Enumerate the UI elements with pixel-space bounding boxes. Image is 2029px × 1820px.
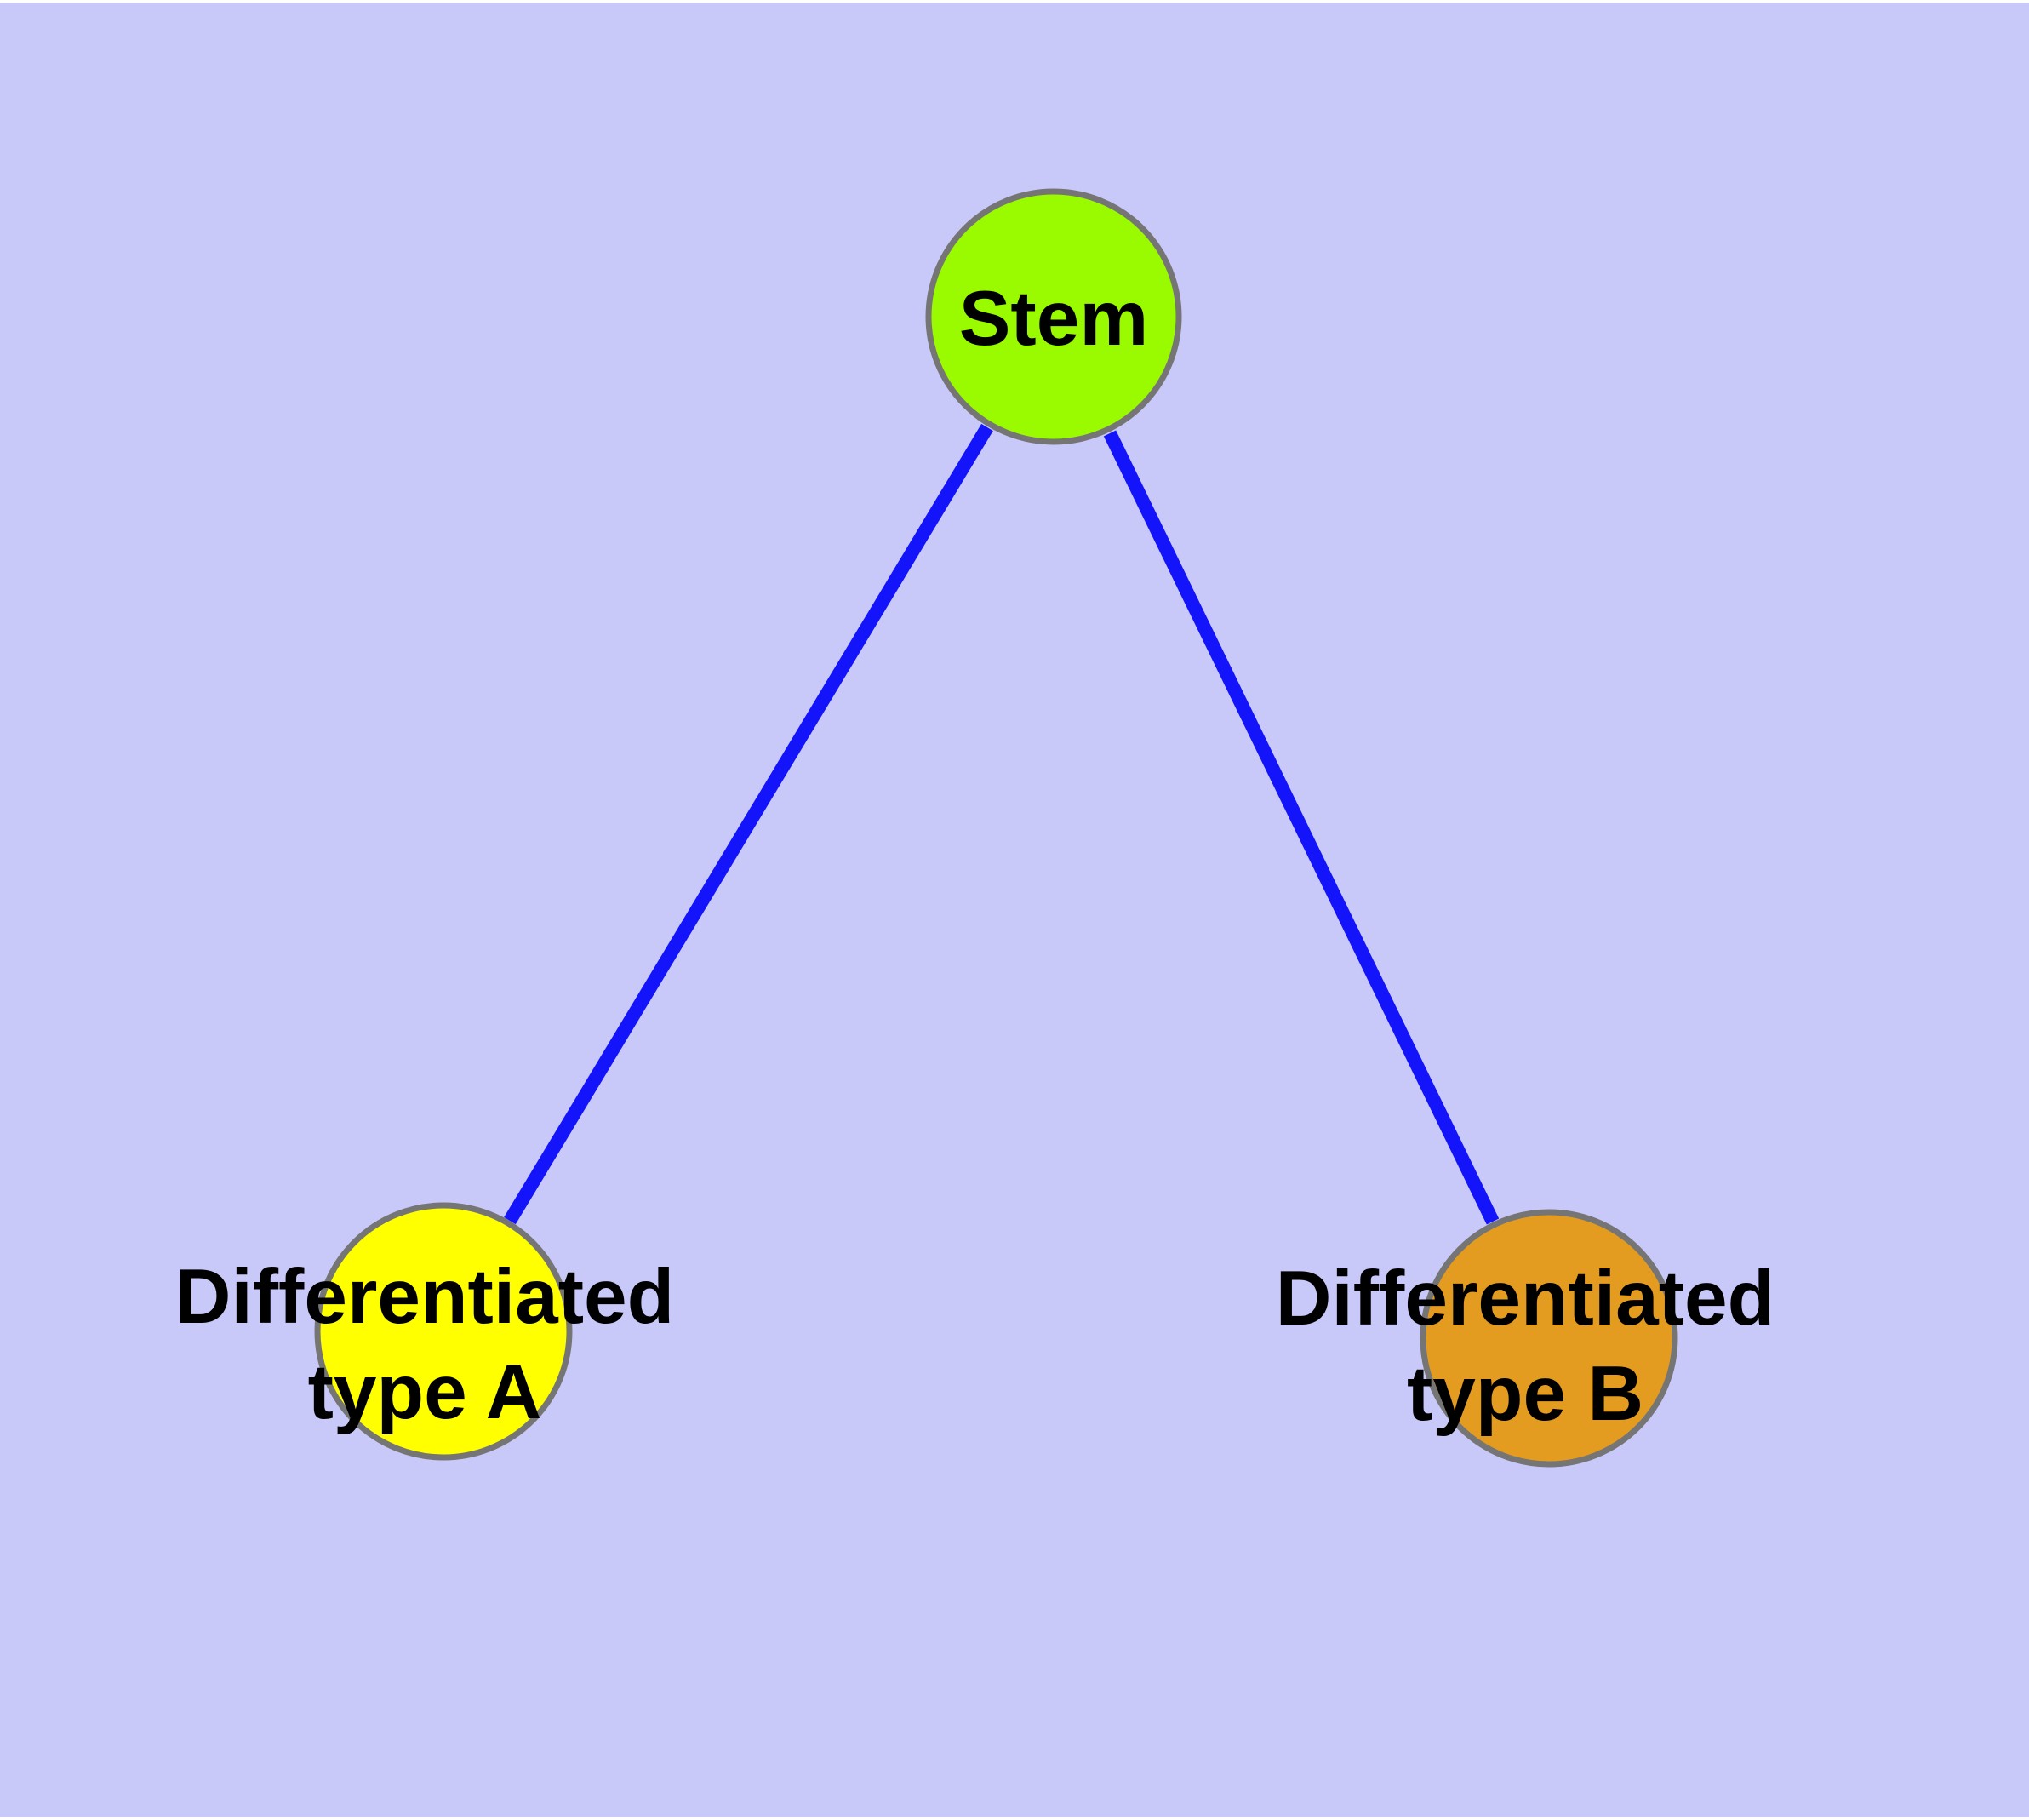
node-differentiated-type-a[interactable]: [314, 1202, 573, 1461]
node-stem[interactable]: [925, 188, 1182, 445]
node-differentiated-type-b[interactable]: [1420, 1209, 1678, 1468]
edge-stem-to-type-b: [1103, 430, 1500, 1225]
edge-stem-to-type-a: [504, 423, 993, 1225]
